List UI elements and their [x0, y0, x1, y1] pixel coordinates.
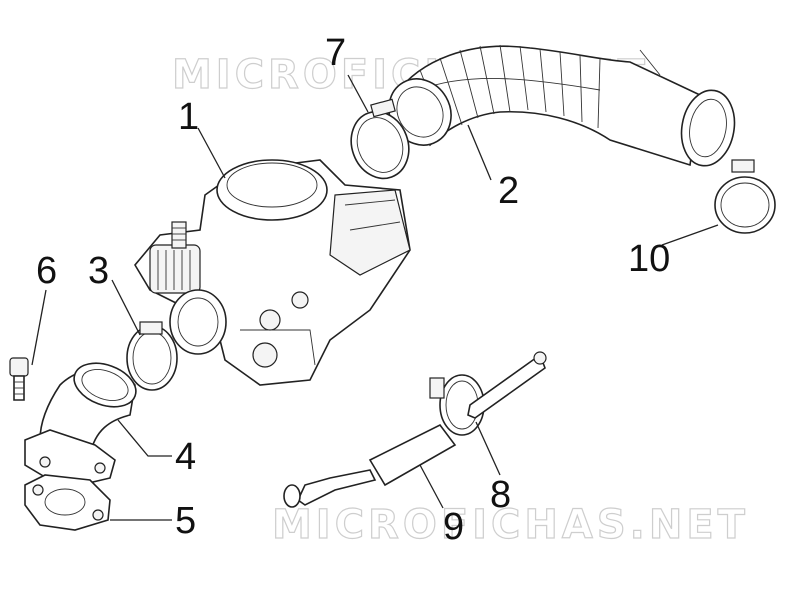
callout-3: 3 [88, 250, 110, 292]
callout-2: 2 [498, 170, 520, 212]
watermark-bottom: MICROFICHAS.NET [271, 501, 749, 548]
callout-4: 4 [175, 436, 197, 478]
callout-10: 10 [628, 238, 671, 280]
part-4-intake-manifold[interactable] [24, 355, 142, 486]
callout-5: 5 [175, 500, 197, 542]
callout-9: 9 [443, 506, 465, 548]
callout-7: 7 [325, 32, 347, 74]
part-1-carburetor[interactable] [134, 159, 411, 386]
part-7-hose-clamp[interactable] [342, 98, 418, 186]
part-9-breather-assembly[interactable] [283, 351, 547, 508]
callout-6: 6 [36, 250, 58, 292]
callout-1: 1 [178, 96, 200, 138]
part-6-bolt[interactable] [9, 357, 29, 401]
part-10-hose-clamp[interactable] [714, 159, 776, 234]
part-3-hose-clamp[interactable] [126, 321, 178, 391]
leader-lines [31, 74, 719, 521]
part-5-gasket[interactable] [24, 474, 111, 531]
callout-8: 8 [490, 474, 512, 516]
part-2-intake-hose[interactable] [377, 44, 740, 170]
